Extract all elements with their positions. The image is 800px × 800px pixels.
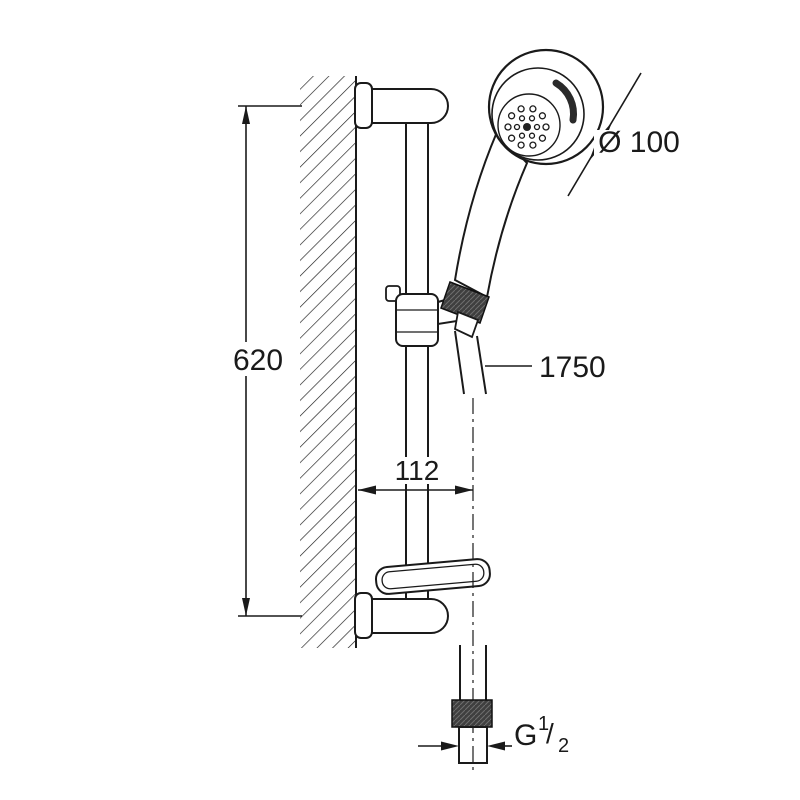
soap-dish-inner [381,563,485,590]
wall-hatch [300,76,356,648]
thread-label-prefix: G [514,719,537,752]
spray-face-center [523,123,531,131]
dimension-620: 620 [230,105,302,617]
soap-dish [374,558,491,595]
shower-rail [405,121,429,601]
thread-label-denominator: 2 [558,735,569,757]
wall-section [300,76,357,648]
dimension-diameter-100: Ø 100 [567,72,686,197]
shower-handle [453,130,529,299]
top-bracket-arm [369,88,449,124]
hose-upper-right-line [476,335,487,395]
dim-620-label: 620 [233,344,283,377]
hose-connector-top [453,310,480,339]
dim-620-arrow-top [242,106,250,124]
head-shadow-crescent [552,79,577,124]
hose-upper-left-line [454,330,465,395]
bottom-bracket-flange [354,592,373,639]
spray-nozzles [504,105,550,149]
hose-lower-section [451,645,493,764]
dim-112-label: 112 [395,455,440,486]
dim-g-arrow-right [487,741,505,751]
dim-d100-text-mask [594,130,686,157]
hand-shower [440,48,605,339]
hose-thread-tube [458,726,488,764]
dim-g-arrow-left [441,741,459,751]
thread-label-numerator: 1 [538,713,549,735]
dim-d100-label: Ø 100 [598,126,680,159]
slider-clamp [395,293,439,347]
thread-label-slash: / [546,718,554,749]
dim-112-arrow-right [455,485,473,495]
dimension-112: 112 [358,455,473,495]
shower-head-outline [487,48,605,166]
dimension-thread-g-half: G 1 / 2 [418,713,569,757]
top-bracket-flange [354,82,373,129]
dim-620-arrow-bottom [242,598,250,616]
handle-grip-knurl [440,281,490,324]
dim-112-arrow-left [358,485,376,495]
hose-knurled-nut [451,699,493,728]
dim-1750-label: 1750 [539,351,606,384]
dimension-1750: 1750 [485,351,606,384]
spray-face [497,93,561,157]
dim-620-text-mask [230,342,286,376]
bottom-bracket-arm [369,598,449,634]
shower-hose [454,330,487,395]
dim-112-text-mask [391,457,445,484]
shower-head-rim [491,67,585,161]
bottom-wall-bracket [354,592,449,639]
top-wall-bracket [354,82,449,129]
